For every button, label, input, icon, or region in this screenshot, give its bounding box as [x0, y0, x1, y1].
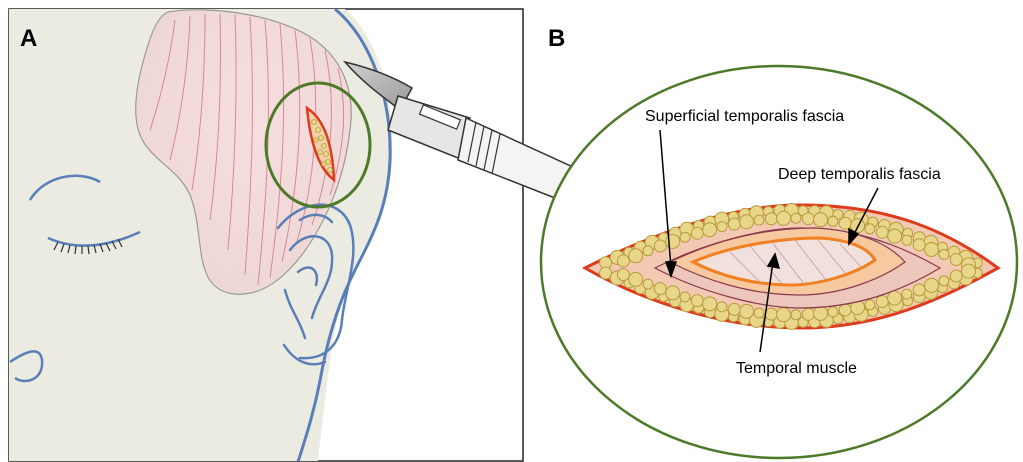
fat-globule: [888, 229, 902, 243]
label-superficial-temporalis-fascia: Superficial temporalis fascia: [645, 108, 844, 125]
fat-globule: [765, 213, 777, 225]
fat-globule: [617, 269, 629, 281]
fat-globule: [791, 310, 801, 320]
fat-globule: [728, 303, 740, 315]
fat-globule: [839, 217, 851, 229]
panel-a-letter: A: [20, 25, 37, 52]
fat-globule: [740, 304, 754, 318]
fat-globule: [691, 227, 703, 239]
fat-globule: [939, 276, 949, 286]
panel-b: B Superficial temporalis fascia Deep tem…: [541, 25, 1017, 458]
fat-globule: [876, 226, 888, 238]
fat-globule: [913, 284, 925, 296]
fat-globule: [814, 213, 828, 227]
fat-globule: [754, 215, 764, 225]
fat-globule: [865, 300, 875, 310]
fat-globule: [728, 218, 740, 230]
fat-globule: [802, 213, 814, 225]
fat-globule: [703, 223, 717, 237]
fat-globule: [643, 279, 653, 289]
fat-globule: [902, 289, 912, 299]
fat-globule: [691, 295, 703, 307]
fat-globule: [865, 224, 875, 234]
fat-globule: [654, 283, 666, 295]
fat-globule: [617, 255, 629, 267]
fat-globule: [680, 292, 690, 302]
fat-globule: [777, 308, 791, 322]
fat-globule: [939, 249, 949, 259]
fat-globule: [888, 291, 902, 305]
fat-globule: [828, 216, 838, 226]
fat-globule: [765, 308, 777, 320]
fat-globule: [629, 249, 643, 263]
fat-globule: [950, 270, 962, 282]
label-temporal-muscle: Temporal muscle: [736, 360, 857, 377]
fat-globule: [717, 222, 727, 232]
panel-b-letter: B: [548, 25, 565, 52]
fat-globule: [925, 278, 939, 292]
fat-globule: [913, 239, 925, 251]
fat-globule: [876, 296, 888, 308]
panel-a: A: [9, 9, 523, 462]
fat-globule: [828, 307, 838, 317]
fat-globule: [740, 215, 754, 229]
fat-globule: [839, 304, 851, 316]
fat-globule: [754, 308, 764, 318]
fat-globule: [703, 297, 717, 311]
fat-globule: [962, 264, 976, 278]
fat-globule: [717, 302, 727, 312]
fat-globule: [643, 246, 653, 256]
fat-globule: [902, 235, 912, 245]
fat-globule: [666, 286, 680, 300]
fat-globule: [802, 308, 814, 320]
fat-globule: [791, 213, 801, 223]
fat-globule: [777, 211, 791, 225]
fat-globule: [814, 306, 828, 320]
fat-globule: [654, 240, 666, 252]
label-deep-temporalis-fascia: Deep temporalis fascia: [778, 166, 941, 183]
fat-globule: [925, 243, 939, 257]
fat-globule: [680, 232, 690, 242]
fat-globule: [629, 272, 643, 286]
fat-globule: [950, 254, 962, 266]
